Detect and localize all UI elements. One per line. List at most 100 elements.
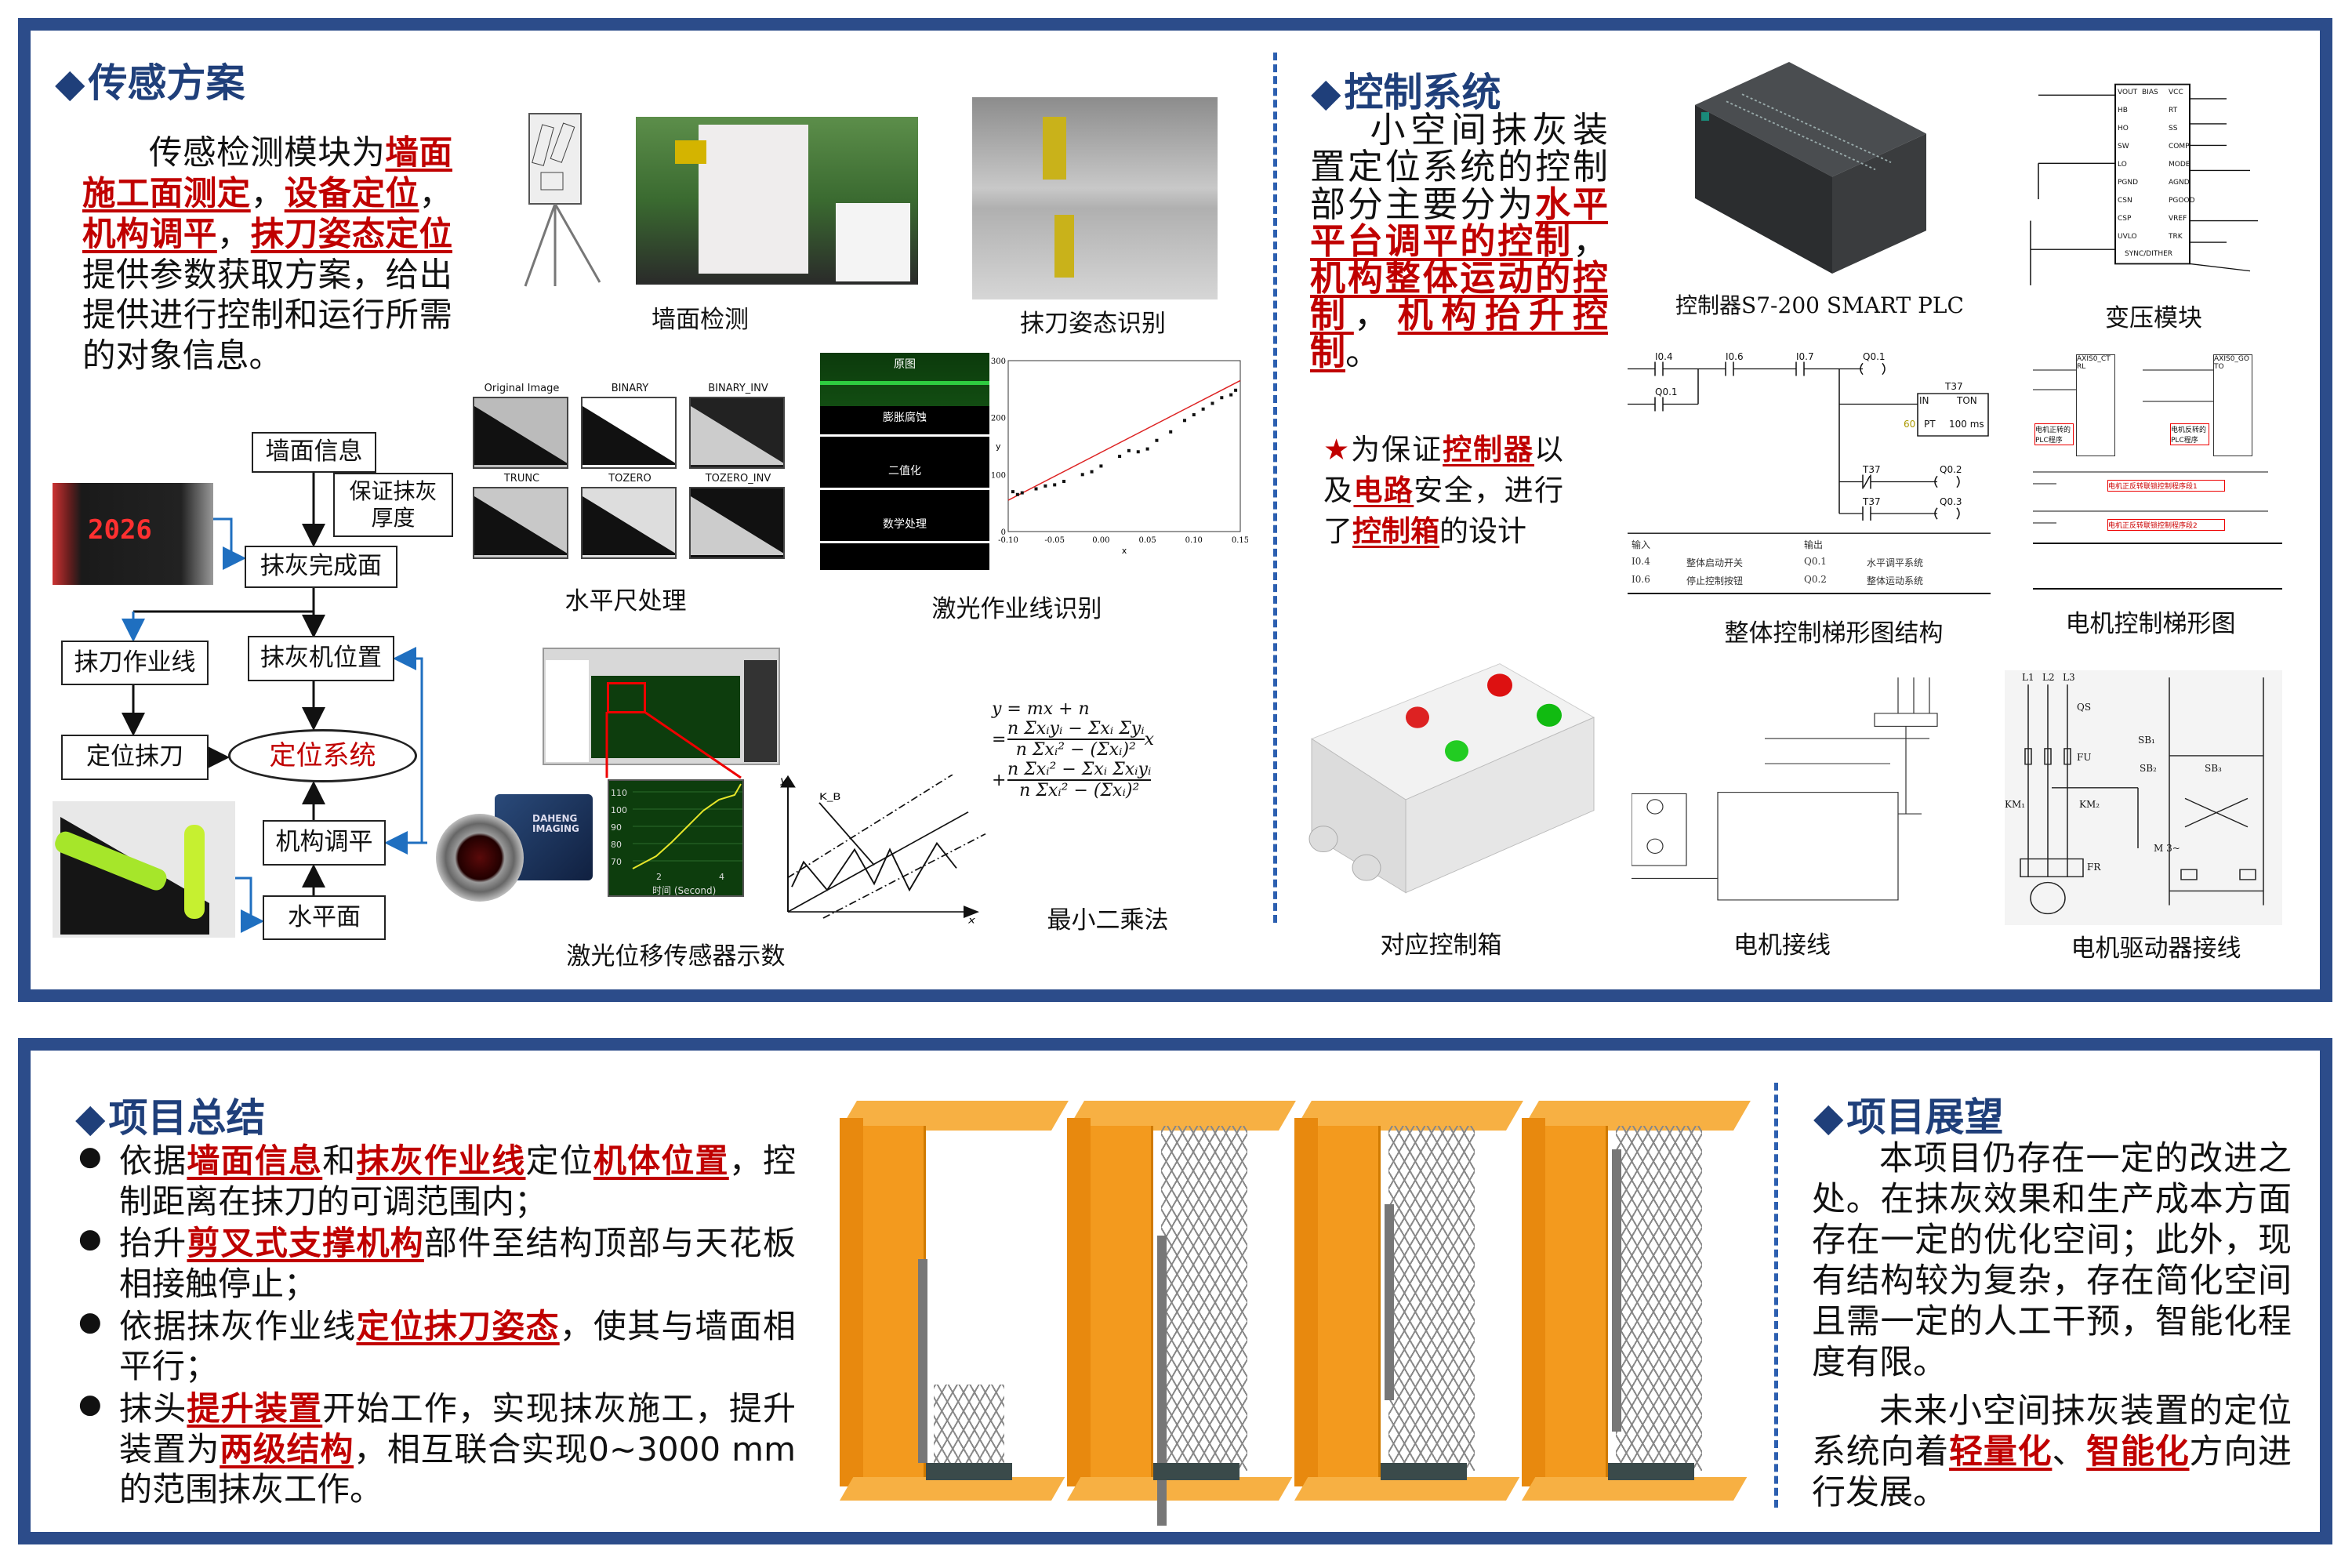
summary-bullet: 依据抹灰作业线定位抹刀姿态，使其与墙面相平行；	[78, 1306, 796, 1387]
axis-goto-label: AXIS0_GOTO	[2214, 355, 2249, 371]
y-axis-label: y	[996, 441, 1001, 452]
level-shape	[691, 406, 783, 465]
white-box	[699, 125, 808, 274]
frame-side	[1545, 1126, 1608, 1486]
highlight-text: 机体位置	[593, 1142, 729, 1180]
ladder-label: PT	[1924, 419, 1936, 430]
highlight-text: 电路	[1353, 473, 1414, 507]
data-point	[1182, 419, 1186, 423]
zoomed-ytick: 90	[611, 822, 622, 833]
caption-laser-line: 激光作业线识别	[931, 595, 1102, 623]
ladder-th: 输入	[1632, 539, 1651, 550]
ladder-label: I0.4	[1655, 351, 1673, 362]
ic-pin-label: VCC	[2169, 89, 2183, 96]
threshold-image	[473, 397, 568, 469]
ic-pin-label: VREF	[2169, 215, 2187, 223]
ladder-table-cell: 整体启动开关	[1686, 557, 1744, 568]
ladder-label: Q0.1	[1655, 387, 1678, 397]
body-text: 抬升	[119, 1224, 187, 1263]
frame-side	[1091, 1126, 1153, 1486]
ladder-label: 60	[1904, 419, 1916, 430]
summary-title: ◆项目总结	[75, 1087, 265, 1143]
ladder-label: 100 ms	[1949, 419, 1984, 430]
wiring-label: KM₂	[2079, 799, 2100, 810]
summary-title-text: 项目总结	[108, 1095, 266, 1141]
laser-line	[820, 381, 989, 385]
data-point	[1034, 487, 1038, 491]
highlight-text: 抹刀姿态定位	[250, 215, 452, 254]
summary-bullet: 抬升剪叉式支撑机构部件至结构顶部与天花板相接触停止；	[78, 1223, 796, 1304]
data-point	[1118, 455, 1122, 459]
ladder-table-cell: Q0.1	[1804, 556, 1827, 567]
y-tick-label: 100	[991, 471, 1006, 480]
least-squares-diagram: y x K_B	[780, 775, 986, 924]
y-tick-label: 200	[991, 415, 1006, 423]
ic-pin-label: AGND	[2169, 179, 2190, 187]
laser-sensor	[1043, 117, 1066, 180]
highlight-text: 机构调平	[82, 215, 217, 254]
note-forward: 电机正转的PLC程序	[2034, 423, 2074, 445]
caption-least-squares: 最小二乘法	[1047, 906, 1169, 935]
ic-pin-label: SS	[2169, 125, 2178, 132]
body-text: 的设计	[1439, 514, 1526, 548]
formula-den1: n Σxᵢ² − (Σxᵢ)²	[1015, 740, 1136, 760]
sensing-title: ◆传感方案	[55, 52, 245, 108]
ic-pin-label: CSN	[2118, 197, 2132, 205]
lift-column	[1385, 1204, 1394, 1400]
zoomed-xtick: 2	[656, 872, 662, 882]
axis-goto-box: AXIS0_GOTO	[2213, 354, 2252, 456]
threshold-image	[581, 397, 677, 469]
data-point	[1220, 396, 1224, 400]
laser-step-label: 数学处理	[883, 518, 927, 531]
plc-photo	[1695, 62, 1926, 274]
motor-ladder-lines	[2033, 369, 2268, 524]
note-interlock-1: 电机正反转联锁控制程序段1	[2107, 480, 2225, 492]
threshold-label: BINARY_INV	[708, 383, 768, 394]
green-band	[820, 353, 989, 406]
data-point	[1145, 447, 1149, 451]
ic-pin-label: BIAS	[2142, 89, 2158, 96]
zoomed-ytick: 70	[611, 857, 622, 867]
flow-thickness-text: 保证抹灰厚度	[349, 478, 437, 531]
body-text: 依据	[119, 1142, 187, 1180]
ladder-th: 输出	[1804, 539, 1824, 550]
ladder-table-cell: 停止控制按钮	[1686, 575, 1744, 586]
ladder-table-cell: Q0.2	[1804, 574, 1827, 585]
data-point	[1090, 470, 1094, 474]
diamond-icon: ◆	[75, 1095, 106, 1141]
caption-level-processing: 水平尺处理	[564, 587, 687, 615]
highlight-text: 机构整体运动的控制	[1310, 257, 1608, 336]
summary-bullet: 抹头提升装置开始工作，实现抹灰施工，提升装置为两级结构，相互联合实现0~3000…	[78, 1388, 796, 1510]
diamond-icon: ◆	[1311, 70, 1341, 115]
caption-wall-detection: 墙面检测	[652, 306, 749, 334]
base-platform	[1608, 1463, 1694, 1480]
flow-leveling: 机构调平	[263, 820, 386, 866]
caption-control-box: 对应控制箱	[1380, 931, 1502, 960]
formula-num2: n Σxᵢ² − Σxᵢ Σxᵢyᵢ	[1007, 760, 1152, 781]
level-shape	[474, 496, 567, 555]
body-text: 传感检测模块为	[149, 134, 386, 172]
body-text: ，	[1353, 294, 1398, 336]
formula-den2: n Σxᵢ² − (Σxᵢ)²	[1019, 781, 1140, 800]
camera-lens	[436, 814, 524, 902]
sensing-paragraph: 传感检测模块为墙面施工面测定，设备定位，机构调平，抹刀姿态定位提供参数获取方案，…	[82, 133, 452, 377]
ladder-label: T37	[1863, 496, 1881, 507]
laser-line	[820, 434, 989, 437]
body-text: 为保证	[1351, 433, 1443, 466]
lift-column	[1612, 1149, 1621, 1432]
motor-io-table	[2033, 543, 2282, 590]
ic-pin-label: VOUT	[2118, 89, 2138, 96]
ladder-table-cell: 水平调平系统	[1867, 557, 1924, 568]
body-text: 安全，进行了	[1323, 473, 1564, 548]
data-point	[1080, 473, 1084, 477]
note-interlock-2: 电机正反转联锁控制程序段2	[2107, 519, 2225, 531]
formula-plus: +	[992, 770, 1007, 790]
machine-render	[1522, 1094, 1751, 1508]
threshold-label: TOZERO	[608, 473, 652, 485]
control-title-text: 控制系统	[1344, 70, 1501, 115]
